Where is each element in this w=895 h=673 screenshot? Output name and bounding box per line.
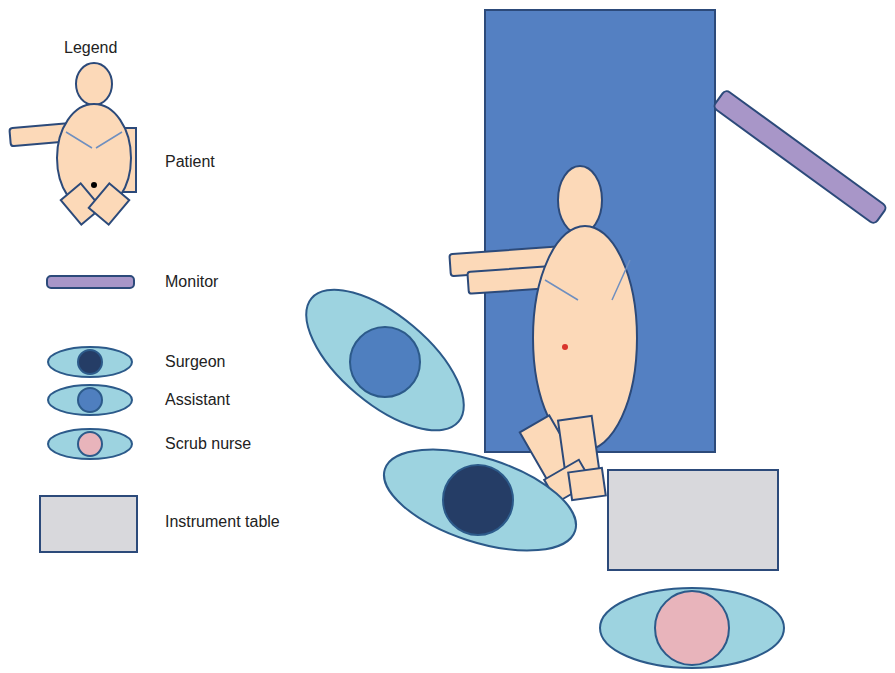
instrument-table xyxy=(608,470,778,570)
monitor xyxy=(713,89,888,224)
legend-text: Instrument table xyxy=(165,512,280,531)
legend-text: Patient xyxy=(165,152,215,171)
staff xyxy=(283,265,784,668)
legend-patient-icon xyxy=(9,63,136,225)
legend-heading: Legend xyxy=(64,38,117,57)
legend-persons xyxy=(48,347,132,459)
legend-text: Monitor xyxy=(165,272,218,291)
legend-monitor xyxy=(47,276,134,288)
legend-instrument-table xyxy=(40,496,137,552)
operating-table xyxy=(485,10,715,452)
patient xyxy=(449,166,637,502)
legend-text: Assistant xyxy=(165,390,230,409)
legend-text: Scrub nurse xyxy=(165,434,251,453)
legend-text: Surgeon xyxy=(165,352,226,371)
